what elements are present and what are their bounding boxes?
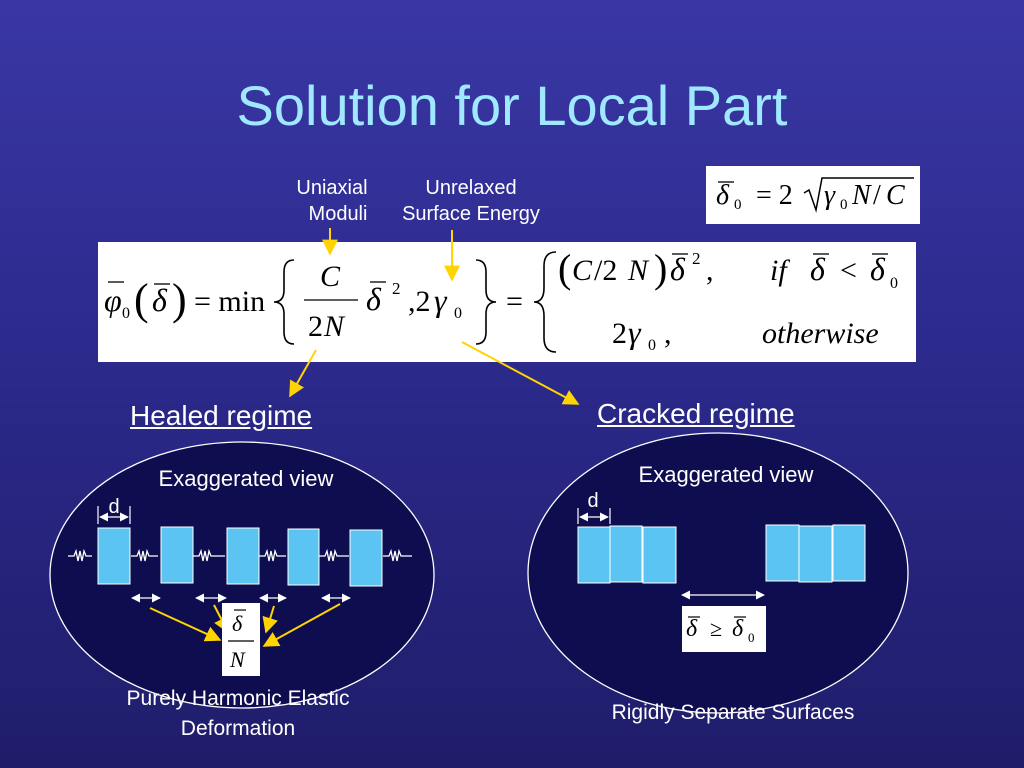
svg-text:=: = [506, 285, 523, 318]
svg-text:δ: δ [366, 281, 382, 317]
healed-regime-title: Healed regime [130, 400, 313, 431]
svg-text:): ) [172, 275, 187, 324]
cracked-ellipse [527, 432, 909, 714]
condition-equation-box: δ ≥ δ 0 [682, 606, 766, 652]
svg-text:= 2: = 2 [756, 180, 793, 211]
svg-text:N: N [229, 647, 246, 672]
svg-text:(: ( [558, 246, 571, 291]
svg-text:φ: φ [104, 282, 122, 318]
cracked-view-label: Exaggerated view [638, 462, 814, 487]
svg-text:0: 0 [648, 337, 656, 354]
cracked-d-label: d [587, 490, 599, 512]
svg-text:γ: γ [434, 282, 448, 318]
healed-d-label: d [108, 496, 120, 518]
svg-text:0: 0 [748, 630, 755, 645]
svg-text:/: / [873, 180, 881, 211]
svg-text:δ: δ [732, 616, 744, 642]
svg-text:2: 2 [692, 249, 701, 268]
svg-text:): ) [654, 246, 667, 291]
moduli-annotation-line1: Uniaxial [296, 177, 368, 199]
svg-text:δ: δ [670, 251, 686, 287]
healed-arrow [289, 349, 317, 398]
moduli-annotation-line2: Moduli [308, 203, 368, 225]
svg-text:N: N [323, 310, 346, 343]
cracked-arrow [461, 341, 580, 405]
svg-text:0: 0 [890, 275, 898, 292]
svg-text:2: 2 [392, 279, 401, 298]
svg-text:C: C [886, 180, 905, 211]
svg-text:0: 0 [122, 305, 130, 322]
svg-text:0: 0 [840, 197, 848, 213]
svg-text:C: C [572, 254, 593, 287]
svg-text:C: C [320, 260, 341, 293]
svg-text:δ: δ [716, 180, 730, 211]
svg-text:,: , [706, 254, 714, 287]
ratio-equation-box: δ N [222, 603, 260, 676]
delta0-equation: δ 0 = 2 γ 0 N / C [716, 177, 914, 213]
svg-text:2: 2 [612, 317, 627, 350]
svg-text:γ: γ [824, 180, 836, 211]
condition-equation: δ ≥ δ 0 [686, 616, 755, 645]
healed-springs [68, 548, 412, 562]
svg-text:<: < [840, 254, 857, 287]
svg-text:δ: δ [232, 611, 243, 636]
slide-title: Solution for Local Part [236, 74, 788, 137]
svg-text:γ: γ [628, 314, 642, 350]
svg-text:,2: ,2 [408, 285, 431, 318]
healed-view-label: Exaggerated view [158, 466, 334, 491]
svg-text:δ: δ [870, 251, 886, 287]
svg-text:≥: ≥ [710, 616, 722, 641]
healed-caption-line1: Purely Harmonic Elastic [126, 687, 350, 710]
surface-energy-annotation-line2: Surface Energy [402, 203, 540, 225]
surface-energy-annotation: Unrelaxed Surface Energy [380, 175, 562, 227]
moduli-annotation: Uniaxial Moduli [282, 175, 382, 227]
svg-text:N: N [851, 180, 872, 211]
svg-text:0: 0 [454, 305, 462, 322]
svg-text:,: , [664, 317, 672, 350]
svg-text:2: 2 [308, 310, 323, 343]
svg-text:(: ( [134, 275, 149, 324]
cracked-regime-title: Cracked regime [597, 398, 795, 429]
svg-text:δ: δ [810, 251, 826, 287]
ratio-arrows [149, 603, 341, 647]
svg-text:= min: = min [194, 285, 265, 318]
svg-text:otherwise: otherwise [762, 317, 879, 350]
svg-text:/2: /2 [594, 254, 617, 287]
delta0-equation-box: δ 0 = 2 γ 0 N / C [706, 166, 920, 224]
phi0-equation-box: φ 0 ( δ ) = min C 2 N δ 2 ,2 γ 0 = ( C /… [98, 242, 916, 362]
ratio-equation: δ N [228, 609, 254, 672]
svg-text:δ: δ [686, 616, 698, 642]
svg-text:δ: δ [152, 282, 168, 318]
svg-text:0: 0 [734, 197, 742, 213]
healed-blocks [97, 526, 383, 587]
svg-text:N: N [627, 254, 650, 287]
healed-caption: Purely Harmonic Elastic Deformation [88, 684, 388, 744]
cracked-blocks [577, 524, 866, 584]
phi0-equation: φ 0 ( δ ) = min C 2 N δ 2 ,2 γ 0 = ( C /… [104, 246, 898, 354]
cracked-caption: Rigidly Separate Surfaces [611, 701, 855, 724]
svg-text:if: if [770, 254, 790, 287]
surface-energy-annotation-line1: Unrelaxed [425, 177, 517, 199]
healed-caption-line2: Deformation [180, 717, 296, 740]
